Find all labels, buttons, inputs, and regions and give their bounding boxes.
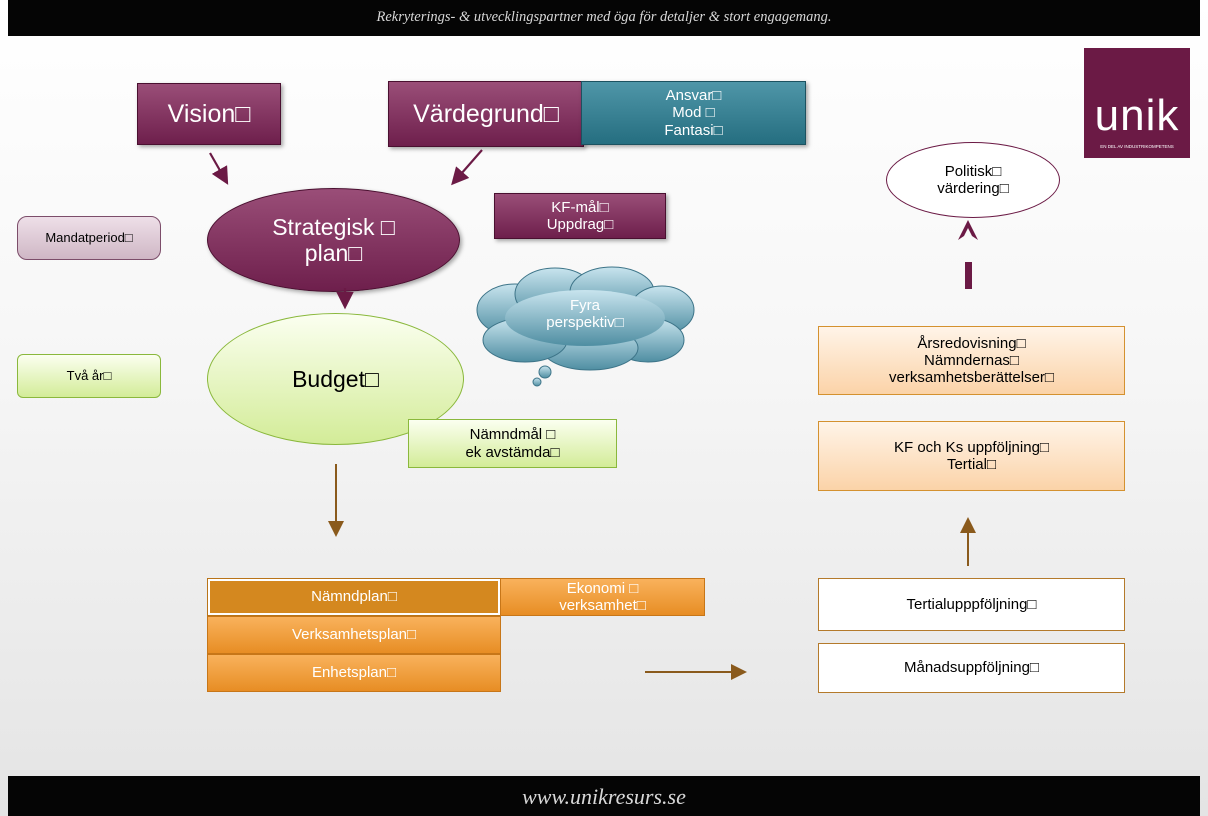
arsredovisning-line3: verksamhetsberättelser□ bbox=[889, 369, 1054, 387]
unik-logo: unik EN DEL AV INDUSTRIKOMPETENS bbox=[1084, 48, 1190, 158]
arsredovisning-line1: Årsredovisning□ bbox=[917, 334, 1026, 352]
values-box: Ansvar□ Mod □ Fantasi□ bbox=[581, 81, 806, 145]
fyra-line2: perspektiv□ bbox=[546, 314, 624, 331]
strategisk-line2: plan□ bbox=[304, 240, 363, 266]
namndmal-box: Nämndmål □ ek avstämda□ bbox=[408, 419, 617, 468]
tertial-label: Tertialupppföljning□ bbox=[906, 595, 1037, 613]
kf-mal-box: KF-mål□ Uppdrag□ bbox=[494, 193, 666, 239]
bottom-banner: www.unikresurs.se bbox=[8, 776, 1200, 816]
tagline: Rekryterings- & utvecklingspartner med ö… bbox=[376, 9, 832, 25]
ekonomi-box: Ekonomi □ verksamhet□ bbox=[500, 578, 705, 616]
vision-label: Vision□ bbox=[167, 99, 251, 128]
arrow-vision-to-strategisk bbox=[209, 152, 229, 185]
logo-wordmark: unik bbox=[1094, 91, 1180, 141]
mandatperiod-label: Mandatperiod□ bbox=[45, 229, 133, 245]
tva-ar-box: Två år□ bbox=[17, 354, 161, 398]
kf-mal-line1: KF-mål□ bbox=[551, 198, 609, 216]
value-fantasi: Fantasi□ bbox=[664, 121, 723, 139]
arrow-shaft-to-politisk bbox=[965, 262, 972, 289]
tva-ar-label: Två år□ bbox=[66, 367, 112, 383]
arsredovisning-line2: Nämndernas□ bbox=[924, 351, 1019, 369]
namndmal-line1: Nämndmål □ bbox=[469, 426, 556, 444]
namndplan-label: Nämndplan□ bbox=[311, 588, 397, 606]
vardegrund-box: Värdegrund□ bbox=[388, 81, 584, 147]
enhetsplan-box: Enhetsplan□ bbox=[207, 654, 501, 692]
value-mod: Mod □ bbox=[672, 104, 715, 122]
tertial-box: Tertialupppföljning□ bbox=[818, 578, 1125, 631]
fyra-perspektiv-label: Fyra perspektiv□ bbox=[500, 284, 670, 344]
mandatperiod-box: Mandatperiod□ bbox=[17, 216, 161, 260]
verksamhetsplan-label: Verksamhetsplan□ bbox=[291, 626, 417, 644]
kf-mal-line2: Uppdrag□ bbox=[546, 216, 614, 233]
manad-box: Månadsuppföljning□ bbox=[818, 643, 1125, 693]
verksamhetsplan-box: Verksamhetsplan□ bbox=[207, 616, 501, 654]
budget-label: Budget□ bbox=[292, 365, 379, 392]
kf-ks-line2: Tertial□ bbox=[946, 456, 997, 473]
arsredovisning-box: Årsredovisning□ Nämndernas□ verksamhetsb… bbox=[818, 326, 1125, 395]
arrow-vardegrund-to-strategisk bbox=[451, 149, 483, 186]
enhetsplan-label: Enhetsplan□ bbox=[311, 664, 397, 682]
value-ansvar: Ansvar□ bbox=[665, 87, 722, 105]
arrow-head-to-politisk bbox=[958, 220, 978, 240]
ekonomi-line1: Ekonomi □ bbox=[566, 579, 639, 597]
top-banner: Rekryterings- & utvecklingspartner med ö… bbox=[8, 0, 1200, 36]
fyra-line1: Fyra bbox=[570, 296, 600, 314]
politisk-line2: värdering□ bbox=[937, 180, 1009, 197]
vision-box: Vision□ bbox=[137, 83, 281, 145]
logo-subtext: EN DEL AV INDUSTRIKOMPETENS bbox=[1100, 143, 1174, 149]
ekonomi-line2: verksamhet□ bbox=[559, 597, 646, 614]
footer-url: www.unikresurs.se bbox=[522, 784, 686, 809]
strategisk-line1: Strategisk □ bbox=[272, 213, 395, 240]
politisk-vardering-ellipse: Politisk□ värdering□ bbox=[886, 142, 1060, 218]
namndplan-box: Nämndplan□ bbox=[207, 578, 501, 616]
namndmal-line2: ek avstämda□ bbox=[465, 443, 560, 461]
strategisk-plan-ellipse: Strategisk □ plan□ bbox=[207, 188, 460, 292]
politisk-line1: Politisk□ bbox=[944, 162, 1002, 180]
kf-ks-box: KF och Ks uppföljning□ Tertial□ bbox=[818, 421, 1125, 491]
kf-ks-line1: KF och Ks uppföljning□ bbox=[894, 438, 1049, 456]
manad-label: Månadsuppföljning□ bbox=[904, 659, 1039, 677]
vardegrund-label: Värdegrund□ bbox=[413, 99, 559, 128]
